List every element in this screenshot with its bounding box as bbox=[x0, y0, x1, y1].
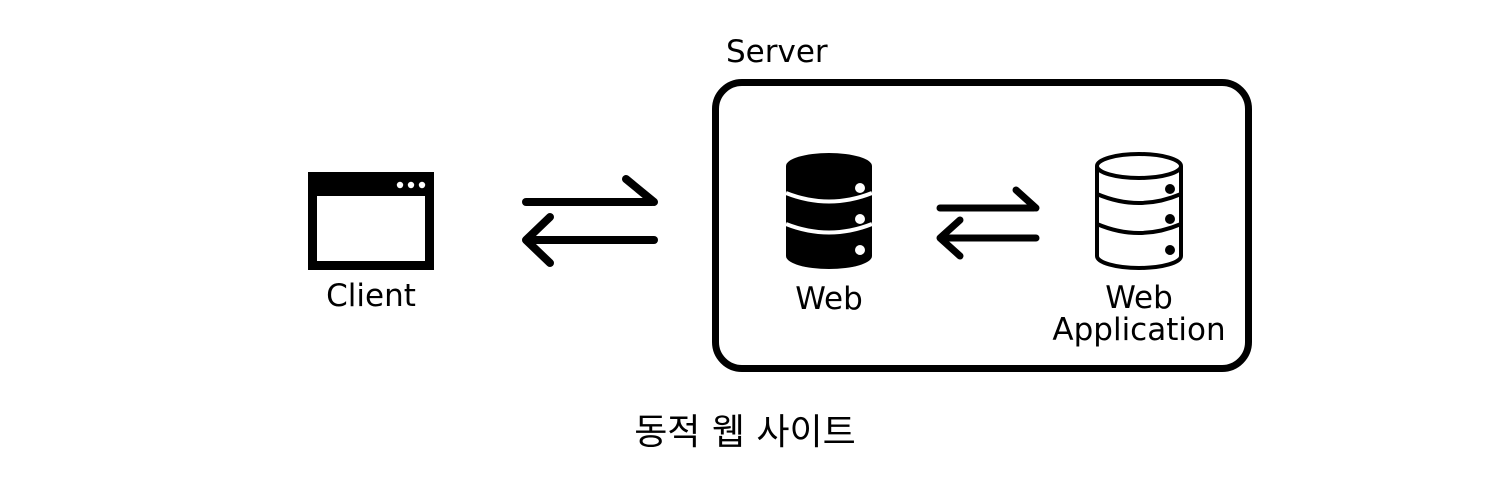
server-label: Server bbox=[726, 34, 828, 70]
database-icon-filled bbox=[785, 153, 873, 269]
web-application-label-line2: Application bbox=[1052, 312, 1226, 348]
client-server-arrows-icon bbox=[522, 175, 658, 267]
server-box bbox=[712, 79, 1252, 372]
diagram-caption: 동적 웹 사이트 bbox=[634, 412, 856, 453]
web-app-arrows-icon bbox=[936, 186, 1040, 260]
web-application-label-line1: Web bbox=[1105, 280, 1173, 316]
web-label: Web bbox=[795, 281, 863, 317]
browser-window-icon bbox=[308, 172, 434, 270]
client-label: Client bbox=[326, 278, 416, 314]
database-icon-outline bbox=[1095, 152, 1183, 270]
